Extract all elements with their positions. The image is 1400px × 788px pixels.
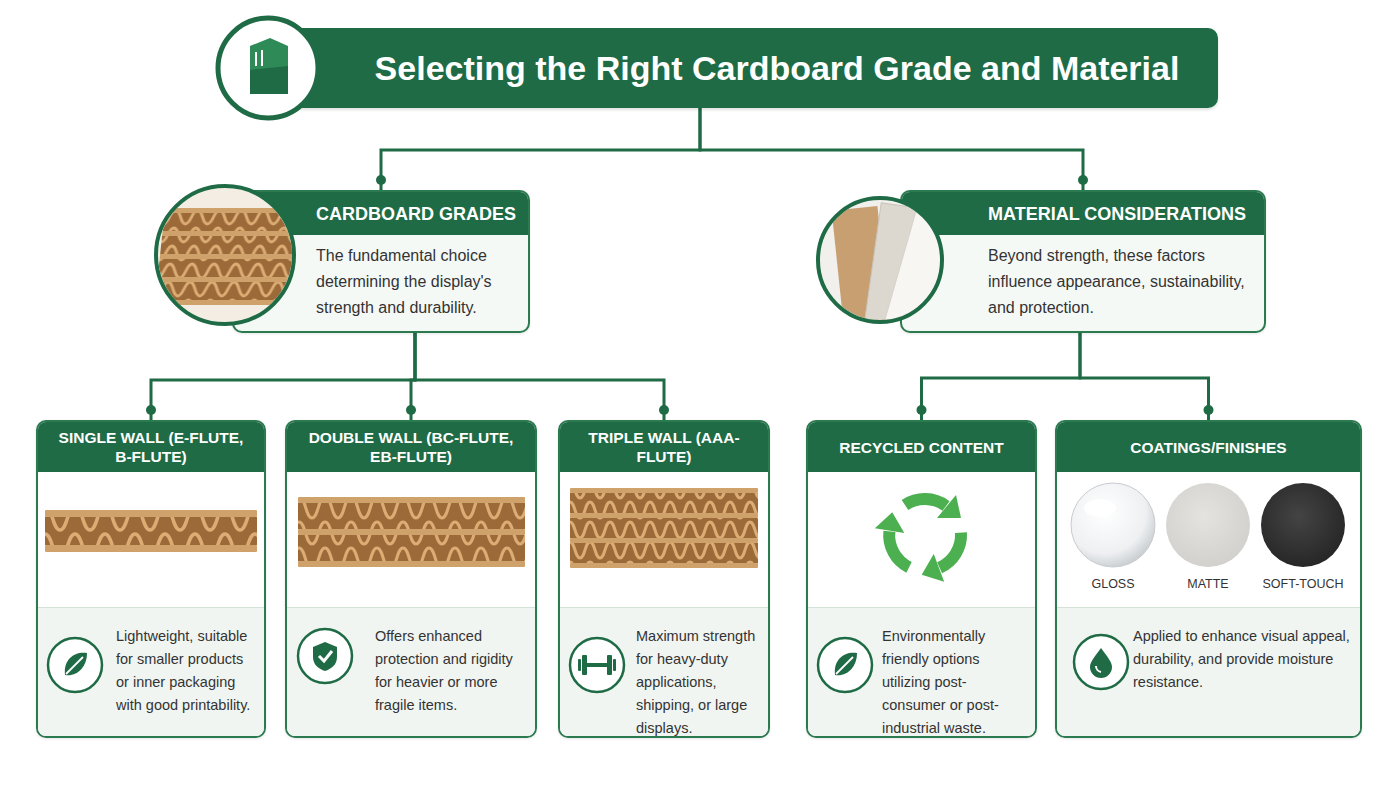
double-wall-board [298, 497, 525, 567]
card-body: Applied to enhance visual appeal, durabi… [1057, 607, 1360, 736]
icon-circle [218, 18, 318, 118]
card-title: TRIPLE WALL (AAA-FLUTE) [572, 428, 756, 466]
cardboard-stack-photo [155, 185, 305, 325]
section-box: MATERIAL CONSIDERATIONS Beyond strength, … [900, 190, 1266, 333]
section-title: MATERIAL CONSIDERATIONS [988, 203, 1246, 225]
card-title: COATINGS/FINISHES [1130, 438, 1286, 457]
tree-connector [381, 108, 700, 190]
connector-dot [376, 175, 386, 185]
shield-icon [298, 629, 352, 683]
connector-dot [917, 405, 927, 415]
material-samples-photo [815, 195, 957, 340]
gloss-highlight [1084, 499, 1116, 517]
display-front [250, 66, 288, 94]
recycle-symbol [872, 495, 969, 586]
card-body: Maximum strength for heavy-duty applicat… [560, 607, 768, 736]
tree-connector [922, 333, 1081, 420]
section-box: CARDBOARD GRADES The fundamental choice d… [232, 190, 530, 333]
section-header: MATERIAL CONSIDERATIONS [902, 192, 1264, 235]
category-card: TRIPLE WALL (AAA-FLUTE) Maximum strength … [558, 420, 770, 738]
card-description: Applied to enhance visual appeal, durabi… [1133, 625, 1352, 694]
card-body: Offers enhanced protection and rigidity … [287, 607, 535, 736]
card-header: SINGLE WALL (E-FLUTE, B-FLUTE) [38, 422, 264, 472]
card-body: Lightweight, suitable for smaller produc… [38, 607, 264, 736]
triple-wall-board [570, 488, 758, 568]
tree-connector [1080, 333, 1209, 420]
card-header: DOUBLE WALL (BC-FLUTE, EB-FLUTE) [287, 422, 535, 472]
soft-touch-swatch [1261, 483, 1345, 567]
dumbbell-icon [570, 638, 624, 692]
gloss-swatch [1071, 483, 1155, 567]
category-card: SINGLE WALL (E-FLUTE, B-FLUTE) Lightweigh… [36, 420, 266, 738]
card-description: Environmentally friendly options utilizi… [882, 625, 1027, 738]
section-description: Beyond strength, these factors influence… [988, 243, 1252, 321]
card-title: SINGLE WALL (E-FLUTE, B-FLUTE) [50, 428, 252, 466]
matte-swatch [1166, 483, 1250, 567]
card-description: Offers enhanced protection and rigidity … [375, 625, 527, 717]
category-card: COATINGS/FINISHES Applied to enhance visu… [1055, 420, 1362, 738]
drop-icon [1074, 635, 1128, 689]
card-header: COATINGS/FINISHES [1057, 422, 1360, 472]
category-card: RECYCLED CONTENT Environmentally friendly… [806, 420, 1037, 738]
grey-sheet [863, 203, 921, 337]
section-header: CARDBOARD GRADES [234, 192, 528, 235]
card-description: Lightweight, suitable for smaller produc… [116, 625, 256, 717]
single-wall-board [45, 510, 257, 552]
card-title: RECYCLED CONTENT [839, 438, 1003, 457]
photo-background [815, 195, 945, 325]
card-description: Maximum strength for heavy-duty applicat… [636, 625, 760, 738]
leaf-icon [48, 638, 102, 692]
photo-background [155, 185, 295, 325]
finish-swatches [1071, 483, 1345, 567]
category-card: DOUBLE WALL (BC-FLUTE, EB-FLUTE) Offers e… [285, 420, 537, 738]
photo-circle [156, 186, 294, 324]
section-title: CARDBOARD GRADES [316, 203, 516, 225]
section-body: The fundamental choice determining the d… [234, 235, 528, 331]
tree-connector [700, 108, 1083, 190]
connector-dot [1204, 405, 1214, 415]
connector-dot [1078, 175, 1088, 185]
title-text: Selecting the Right Cardboard Grade and … [375, 48, 1180, 88]
connector-dot [146, 405, 156, 415]
section-body: Beyond strength, these factors influence… [902, 235, 1264, 331]
white-sheet [883, 202, 957, 338]
tree-connector [151, 333, 415, 420]
card-title: DOUBLE WALL (BC-FLUTE, EB-FLUTE) [299, 428, 523, 466]
title-banner: Selecting the Right Cardboard Grade and … [236, 28, 1218, 108]
tree-connector [415, 333, 664, 420]
cardboard-sheets [155, 208, 305, 305]
photo-ring [818, 198, 942, 322]
section-description: The fundamental choice determining the d… [316, 243, 516, 321]
card-body: Environmentally friendly options utilizi… [808, 607, 1035, 736]
photo-ring [156, 186, 294, 324]
title-icon [218, 18, 318, 118]
card-header: RECYCLED CONTENT [808, 422, 1035, 472]
connector-dot [659, 405, 669, 415]
card-header: TRIPLE WALL (AAA-FLUTE) [560, 422, 768, 472]
photo-circle [818, 198, 942, 322]
kraft-sheet [832, 206, 891, 340]
connector-dot [406, 405, 416, 415]
leaf-icon [818, 638, 872, 692]
display-stand [250, 38, 288, 94]
display-shelf [256, 50, 262, 66]
